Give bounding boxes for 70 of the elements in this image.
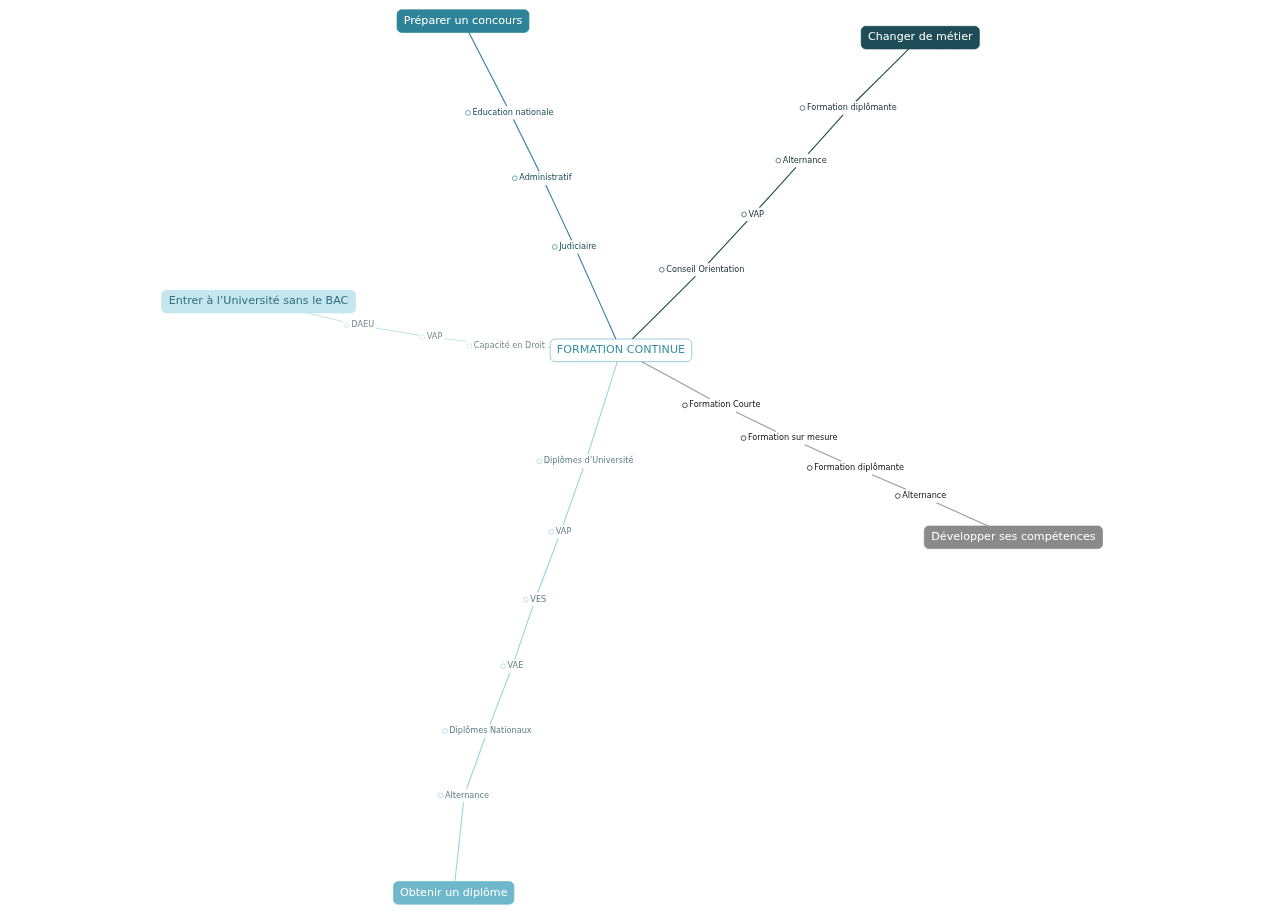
node-label: VAP — [555, 525, 571, 536]
node-box: Changer de métier — [860, 25, 980, 50]
node-circle — [441, 728, 447, 734]
connector — [536, 538, 559, 594]
connector — [807, 114, 844, 155]
connector — [465, 737, 486, 790]
connector — [707, 220, 748, 264]
connector — [374, 327, 419, 336]
connector — [576, 253, 616, 340]
node-circle — [681, 402, 687, 408]
node-label: Formation sur mesure — [747, 432, 838, 443]
node-circle — [799, 105, 805, 111]
connector — [870, 474, 906, 490]
node-label: Conseil Orientation — [665, 263, 744, 274]
node-box: Entrer à l’Université sans le BAC — [160, 289, 356, 314]
node-circle — [658, 267, 664, 273]
node-label: Formation Courte — [688, 399, 760, 410]
node-circle — [551, 244, 557, 250]
connector — [305, 312, 343, 322]
node-label: VAE — [507, 660, 523, 671]
node-label: Administratif — [518, 172, 572, 183]
node-label: Diplômes Nationaux — [448, 725, 532, 736]
node-circle — [419, 334, 425, 340]
node-label: DAEU — [350, 319, 374, 330]
node-circle — [511, 175, 517, 181]
node-circle — [894, 493, 900, 499]
node-circle — [548, 529, 554, 535]
node-circle — [343, 322, 349, 328]
node-label: Diplômes d’Université — [543, 455, 634, 466]
connector — [443, 338, 466, 342]
connector — [803, 444, 842, 462]
connector — [640, 361, 710, 400]
connector — [489, 672, 510, 725]
connector — [512, 119, 540, 173]
node-label: VAP — [747, 208, 764, 219]
connector — [935, 502, 989, 527]
node-label: Alternance — [782, 154, 827, 165]
node-label: Capacité en Droit — [473, 340, 545, 351]
connector — [561, 467, 584, 526]
node-circle — [536, 458, 542, 464]
connector — [586, 361, 618, 456]
connector — [453, 801, 464, 883]
node-label: Alternance — [444, 789, 489, 800]
node-label: Alternance — [901, 490, 946, 501]
node-label: Formation diplômante — [813, 462, 904, 472]
connector — [513, 605, 533, 661]
node-circle — [806, 465, 812, 471]
node-box: FORMATION CONTINUE — [549, 338, 692, 362]
node-circle — [500, 663, 506, 669]
node-circle — [740, 435, 746, 441]
node-circle — [522, 596, 528, 603]
connector — [631, 275, 696, 340]
node-circle — [775, 158, 781, 164]
node-label: VAP — [426, 331, 442, 342]
node-label: Formation diplômante — [806, 102, 897, 113]
node-label: Judiciaire — [558, 241, 596, 252]
node-circle — [464, 110, 471, 116]
node-label: VES — [529, 593, 546, 604]
connector — [467, 31, 507, 107]
connector — [734, 411, 777, 432]
node-circle — [466, 343, 472, 349]
node-box: Préparer un concours — [396, 9, 529, 33]
node-box: Obtenir un diplôme — [392, 881, 514, 905]
connector — [544, 184, 572, 241]
node-circle — [437, 792, 443, 798]
node-circle — [740, 211, 747, 217]
node-label: Education nationale — [471, 106, 554, 117]
node-box: Développer ses compétences — [923, 525, 1103, 549]
connector — [758, 166, 796, 209]
connector — [854, 48, 909, 102]
